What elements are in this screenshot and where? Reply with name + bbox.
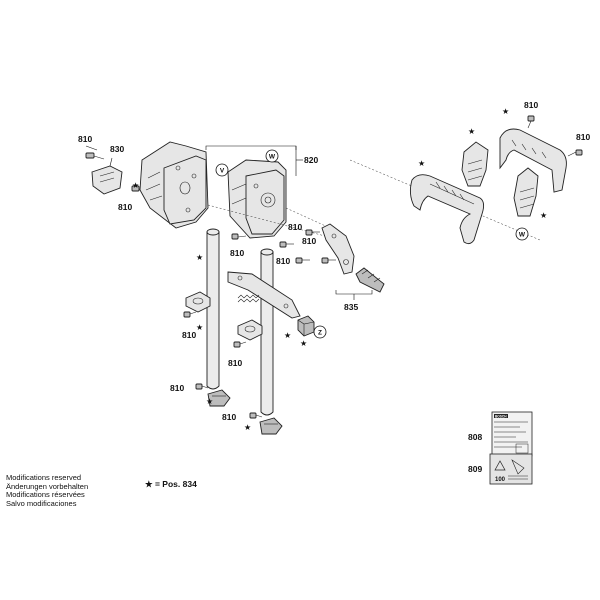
label-810-top-left: 810: [78, 134, 92, 144]
modifications-note: Modifications reserved Änderungen vorbeh…: [6, 473, 89, 508]
label-810-mid-a: 810: [288, 222, 302, 232]
label-830: 830: [110, 144, 124, 154]
marker-w-right: W: [515, 227, 529, 241]
handle-large: [409, 174, 485, 245]
note-line-de: Änderungen vorbehalten: [6, 481, 89, 491]
label-810-mid-c: 810: [276, 256, 290, 266]
screw-810-bottom-a: [195, 383, 209, 390]
axis-line-1: [207, 204, 341, 241]
star-marker-6: ★: [206, 397, 213, 406]
screw-810-lever-a: [305, 229, 320, 236]
handle-bracket-right: [513, 167, 539, 217]
label-810-bottom-a: 810: [170, 383, 184, 393]
note-line-fr: Modifications réservées: [6, 490, 85, 500]
label-810-lever: 810: [302, 236, 316, 246]
note-line-es: Salvo modificaciones: [6, 498, 77, 508]
marker-w: W: [265, 149, 279, 163]
marker-z: Z: [313, 325, 327, 339]
star-marker-10: ★: [502, 107, 509, 116]
svg-text:W: W: [519, 232, 526, 239]
grip-835: [355, 267, 385, 293]
label-810-mid-b: 810: [230, 248, 244, 258]
clip-830: [91, 157, 123, 195]
label-835: 835: [344, 302, 358, 312]
bracket-820-leader: [205, 145, 303, 176]
left-tube: [206, 228, 220, 390]
screw-810-bottom-b: [249, 412, 263, 419]
star-legend: ★ = Pos. 834: [145, 479, 197, 489]
screw-810-mid-c: [295, 257, 310, 264]
screw-810-right-side: [567, 149, 583, 157]
svg-text:Z: Z: [318, 330, 322, 337]
knob-block: [297, 315, 315, 337]
tube-clamp-lower: [237, 319, 263, 341]
middle-housing: [227, 159, 287, 239]
screw-810-top-left: [85, 145, 105, 160]
label-809: 809: [468, 464, 482, 474]
star-marker-4: ★: [284, 331, 291, 340]
screw-810-mid-b: [279, 241, 294, 248]
bottom-knob-right: [259, 417, 283, 435]
screw-810-mid-a: [231, 233, 247, 240]
star-marker-2: ★: [196, 253, 203, 262]
screw-810-lever-b: [321, 257, 336, 264]
label-810-right-top: 810: [524, 100, 538, 110]
svg-text:BOSCH: BOSCH: [495, 414, 507, 418]
spring: [237, 294, 260, 303]
label-810-right-side: 810: [576, 132, 590, 142]
warning-label-809: 100: [489, 453, 533, 485]
screw-810-clamp-a: [183, 311, 197, 318]
label-810-left: 810: [118, 202, 132, 212]
tube-clamp-upper: [185, 291, 211, 313]
star-marker-5: ★: [300, 339, 307, 348]
star-marker-1: ★: [132, 181, 139, 190]
bracket-835-leader: [335, 290, 373, 300]
note-line-en: Modifications reserved: [6, 473, 82, 482]
screw-810-clamp-b: [233, 341, 247, 348]
left-housing: [139, 141, 209, 229]
axis-line-2: [285, 207, 331, 229]
marker-v: V: [215, 163, 229, 177]
lever-835: [321, 223, 355, 275]
star-marker-7: ★: [244, 423, 251, 432]
handle-top-bar: [499, 128, 567, 193]
right-tube: [260, 248, 274, 416]
svg-text:W: W: [269, 154, 276, 161]
star-marker-3: ★: [196, 323, 203, 332]
rating-plate-808: BOSCH: [491, 411, 533, 457]
latch-plate: [227, 271, 301, 319]
star-marker-8: ★: [418, 159, 425, 168]
label-810-bottom-b: 810: [222, 412, 236, 422]
star-marker-11: ★: [540, 211, 547, 220]
screw-810-right-top: [527, 115, 535, 129]
star-marker-9: ★: [468, 127, 475, 136]
svg-text:100: 100: [495, 477, 506, 483]
label-810-clamp-a: 810: [182, 330, 196, 340]
bottom-knob-left: [207, 389, 231, 407]
label-820: 820: [304, 155, 318, 165]
handle-bracket-left: [461, 141, 489, 187]
svg-text:V: V: [220, 168, 225, 175]
label-810-clamp-b: 810: [228, 358, 242, 368]
label-808: 808: [468, 432, 482, 442]
